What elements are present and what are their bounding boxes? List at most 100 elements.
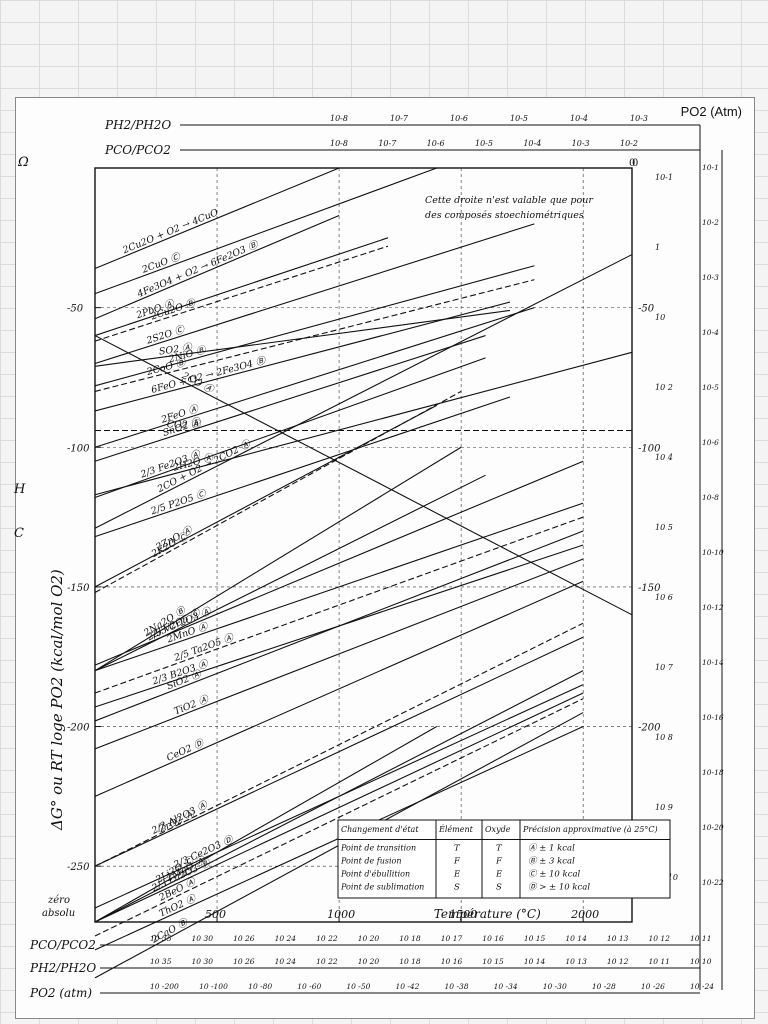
legend-cell: Point de transition [340, 844, 416, 853]
right-far-tick: 10-18 [702, 768, 724, 777]
series-line [94, 404, 437, 588]
bottom-scale-tick: 10 -38 [445, 982, 469, 991]
legend-cell: Point d'ébullition [340, 870, 410, 879]
bottom-scale-tick: 10 26 [233, 957, 255, 966]
series-label: 2Cu2O + O2 → 4CuO [120, 207, 220, 257]
right-po2-tick: 10 2 [655, 383, 673, 392]
right-po2-tick: 10 [655, 313, 665, 322]
y-tick-label: -250 [67, 862, 90, 873]
top-scale-tick: 10-8 [330, 139, 348, 148]
top-scale-tick: 10-5 [475, 139, 493, 148]
legend-cell: E [495, 870, 503, 880]
y-tick-label-right: -50 [638, 304, 655, 315]
legend-cell: Point de fusion [340, 857, 402, 866]
zero-absolu-label: absolu [42, 908, 75, 919]
right-far-tick: 10-20 [702, 823, 724, 832]
bottom-scale-tick: 10 -60 [297, 982, 321, 991]
y-tick-label-right: -150 [638, 583, 661, 594]
top-scale-tick: 10-8 [330, 114, 348, 123]
bottom-scale-tick: 10 12 [648, 934, 670, 943]
y-tick-label: -150 [67, 583, 90, 594]
series-label: 2/5 P2O5 Ⓒ [148, 487, 208, 517]
note-text: Cette droite n'est valable que pour [425, 195, 594, 206]
right-po2-tick: 1 [655, 243, 660, 252]
series-line [94, 396, 511, 538]
series-line [94, 357, 486, 499]
bottom-scale-label: PO2 (atm) [29, 986, 92, 1000]
series-label: 2CoO Ⓑ [145, 356, 189, 378]
right-far-tick: 10-12 [702, 603, 724, 612]
x-axis-label: Température (°C) [434, 907, 541, 921]
series-line [94, 335, 633, 616]
bottom-scale-tick: 10 -28 [592, 982, 616, 991]
series-line [94, 558, 584, 750]
top-scale-tick: 10-6 [427, 139, 445, 148]
legend-cell: F [495, 857, 503, 867]
series-line [94, 692, 584, 923]
legend-cell: T [496, 844, 503, 854]
top-scale-tick: 10-5 [510, 114, 528, 123]
bottom-scale-tick: 10 24 [275, 934, 297, 943]
series-line [94, 245, 389, 342]
note-text: des composés stoechiométriques [425, 210, 584, 221]
bottom-scale-tick: 10 16 [482, 934, 504, 943]
series-line [94, 474, 486, 672]
series-line [94, 307, 535, 448]
x-tick-label: 2000 [570, 908, 599, 921]
y-tick-label: -200 [67, 723, 90, 734]
series-line [94, 636, 584, 867]
legend-cell: Ⓒ ± 10 kcal [528, 869, 581, 880]
bottom-scale-tick: 10 -42 [395, 982, 419, 991]
x-tick-label: 1000 [327, 908, 355, 921]
right-far-tick: 10-16 [702, 713, 724, 722]
bottom-scale-tick: 10 13 [565, 957, 587, 966]
bottom-scale-tick: 10 35 [150, 957, 172, 966]
bottom-scale-tick: 10 -24 [690, 982, 714, 991]
legend-cell: Ⓑ ± 3 kcal [528, 856, 575, 867]
right-far-tick: 10-4 [702, 328, 719, 337]
top-scale-tick: 10-4 [570, 114, 588, 123]
series-line [94, 446, 462, 672]
series-line [94, 516, 584, 694]
y-tick-label-right: -100 [638, 443, 661, 454]
left-letter: Ω [17, 155, 29, 170]
bottom-scale-tick: 10 -26 [641, 982, 665, 991]
right-po2-tick: 10 5 [655, 523, 673, 532]
series-line [94, 502, 584, 672]
bottom-scale-tick: 10 17 [441, 934, 463, 943]
series-label: CO2 Ⓐ [167, 419, 202, 431]
right-far-tick: 10-6 [702, 438, 719, 447]
legend-header: Élément [438, 825, 474, 834]
series-line [94, 726, 438, 923]
legend-cell: F [453, 857, 461, 867]
legend-cell: T [454, 844, 461, 854]
po2-header-label: PO2 (Atm) [680, 104, 742, 119]
series-line [94, 265, 535, 387]
right-po2-tick: 10 7 [655, 663, 674, 672]
series-line [94, 279, 535, 392]
bottom-scale-tick: 10 15 [482, 957, 504, 966]
bottom-scale-label: PH2/PH2O [29, 961, 96, 975]
y-tick-label: -50 [67, 304, 84, 315]
series-line [94, 530, 584, 722]
bottom-scale-tick: 10 22 [316, 934, 338, 943]
right-po2-tick: 10 4 [655, 453, 673, 462]
right-far-tick: 10-8 [702, 493, 719, 502]
series-line [94, 223, 535, 365]
bottom-scale-tick: 10 22 [316, 957, 338, 966]
bottom-scale-tick: 10 18 [399, 934, 421, 943]
y-tick-label-top: 0 [629, 158, 635, 169]
bottom-scale-tick: 10 35 [150, 934, 172, 943]
legend-cell: S [454, 883, 460, 893]
top-scale-tick: 10-7 [390, 114, 409, 123]
series-line [94, 214, 340, 320]
right-po2-tick: 10 8 [655, 733, 673, 742]
bottom-scale-tick: 10 10 [690, 957, 712, 966]
bottom-scale-tick: 10 26 [233, 934, 255, 943]
y-tick-label-right: -200 [638, 723, 661, 734]
top-scale-tick: 10-3 [630, 114, 648, 123]
series-line [94, 622, 584, 867]
top-scale-tick: 10-7 [378, 139, 397, 148]
top-scale-label: PCO/PCO2 [104, 143, 171, 157]
